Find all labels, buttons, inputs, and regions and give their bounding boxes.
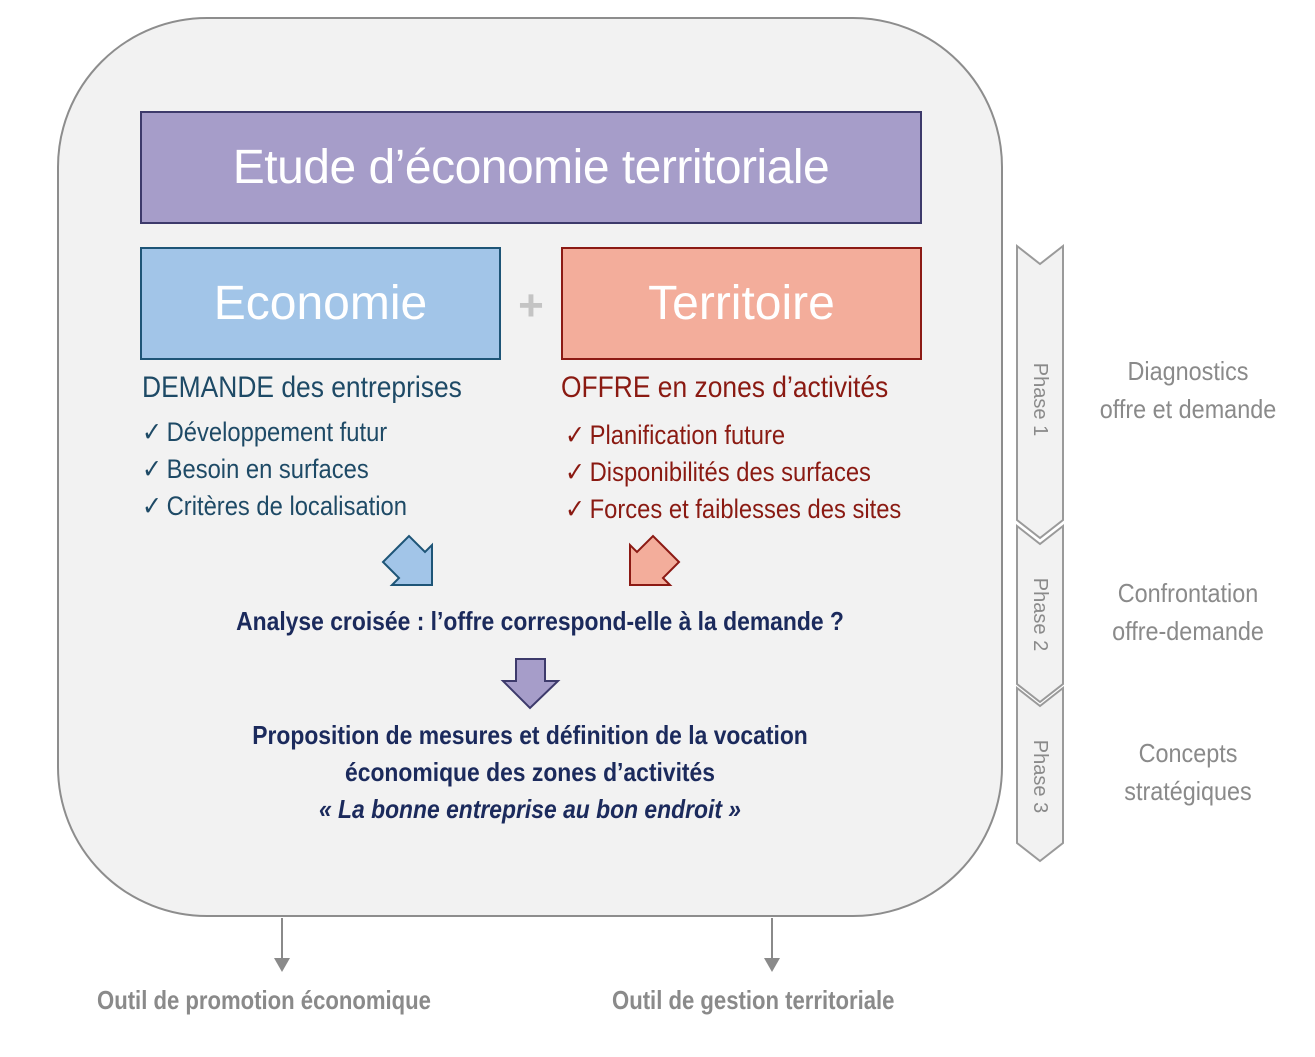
output-left-text: Outil de promotion économique <box>97 985 431 1015</box>
territoire-box: Territoire <box>561 247 922 360</box>
phase-1-label-wrap: Phase 1 <box>990 362 1090 435</box>
analyse-text: Analyse croisée : l’offre correspond-ell… <box>153 606 927 637</box>
territoire-heading-rest: en zones d’activités <box>650 371 889 404</box>
economie-heading-strong: DEMANDE <box>142 371 275 404</box>
economie-heading-rest: des entreprises <box>274 371 462 404</box>
blue-diagonal-arrow-icon <box>381 534 433 586</box>
proposal-line-2: économique des zones d’activités <box>344 757 716 787</box>
title-text: Etude d’économie territoriale <box>232 141 830 194</box>
territoire-heading-strong: OFFRE <box>561 371 651 404</box>
phase-1-desc-line-1: Diagnostics <box>1127 356 1249 386</box>
phase-3-label: Phase 3 <box>1029 739 1052 813</box>
output-left-arrow-icon <box>274 958 290 972</box>
proposal-quote: « La bonne entreprise au bon endroit » <box>318 794 742 824</box>
list-item-text: Besoin en surfaces <box>166 454 369 484</box>
plus-icon: + <box>518 281 544 330</box>
proposal-text: Proposition de mesures et définition de … <box>169 717 891 828</box>
territoire-label: Territoire <box>648 277 835 330</box>
output-right-arrow-icon <box>764 958 780 972</box>
list-item-text: Forces et faiblesses des sites <box>589 494 902 524</box>
title-box: Etude d’économie territoriale <box>140 111 922 224</box>
red-diagonal-arrow-icon <box>629 534 681 586</box>
list-item: ✓Critères de localisation <box>142 488 407 525</box>
output-right-text: Outil de gestion territoriale <box>612 985 895 1015</box>
check-icon: ✓ <box>565 457 585 487</box>
phase-2-label-wrap: Phase 2 <box>990 577 1090 650</box>
phase-2-desc-line-1: Confrontation <box>1117 578 1259 608</box>
economie-label: Economie <box>213 277 428 330</box>
list-item-text: Planification future <box>589 420 786 450</box>
phase-3-label-wrap: Phase 3 <box>990 739 1090 812</box>
purple-down-arrow-icon <box>500 658 561 710</box>
check-icon: ✓ <box>142 454 162 484</box>
list-item: ✓Besoin en surfaces <box>142 451 407 488</box>
phase-3-desc-line-2: stratégiques <box>1124 776 1252 806</box>
economie-list: ✓Développement futur ✓Besoin en surfaces… <box>142 414 407 525</box>
list-item-text: Critères de localisation <box>166 491 407 521</box>
economie-box: Economie <box>140 247 501 360</box>
phase-2-chevron-icon <box>1016 523 1064 704</box>
proposal-line-1: Proposition de mesures et définition de … <box>252 720 808 750</box>
check-icon: ✓ <box>142 491 162 521</box>
phase-2-description: Confrontation offre-demande <box>1089 574 1287 650</box>
analyse-label: Analyse croisée : l’offre correspond-ell… <box>236 606 844 636</box>
phase-3-description: Concepts stratégiques <box>1089 734 1287 810</box>
list-item: ✓Développement futur <box>142 414 407 451</box>
list-item: ✓Disponibilités des surfaces <box>565 454 901 491</box>
territoire-list: ✓Planification future ✓Disponibilités de… <box>565 417 901 528</box>
phase-2-desc-line-2: offre-demande <box>1112 616 1264 646</box>
phase-1-label: Phase 1 <box>1029 362 1052 436</box>
phase-2-label: Phase 2 <box>1029 577 1052 651</box>
list-item: ✓Forces et faiblesses des sites <box>565 491 901 528</box>
check-icon: ✓ <box>565 494 585 524</box>
phase-1-desc-line-2: offre et demande <box>1099 394 1277 424</box>
list-item: ✓Planification future <box>565 417 901 454</box>
check-icon: ✓ <box>565 420 585 450</box>
phase-1-description: Diagnostics offre et demande <box>1089 352 1287 428</box>
phase-1-chevron-icon <box>1016 243 1064 540</box>
phase-3-desc-line-1: Concepts <box>1138 738 1238 768</box>
phase-3-chevron-icon <box>1016 685 1064 863</box>
territoire-heading: OFFRE en zones d’activités <box>561 371 888 405</box>
list-item-text: Développement futur <box>166 417 388 447</box>
check-icon: ✓ <box>142 417 162 447</box>
list-item-text: Disponibilités des surfaces <box>589 457 871 487</box>
economie-heading: DEMANDE des entreprises <box>142 371 462 405</box>
